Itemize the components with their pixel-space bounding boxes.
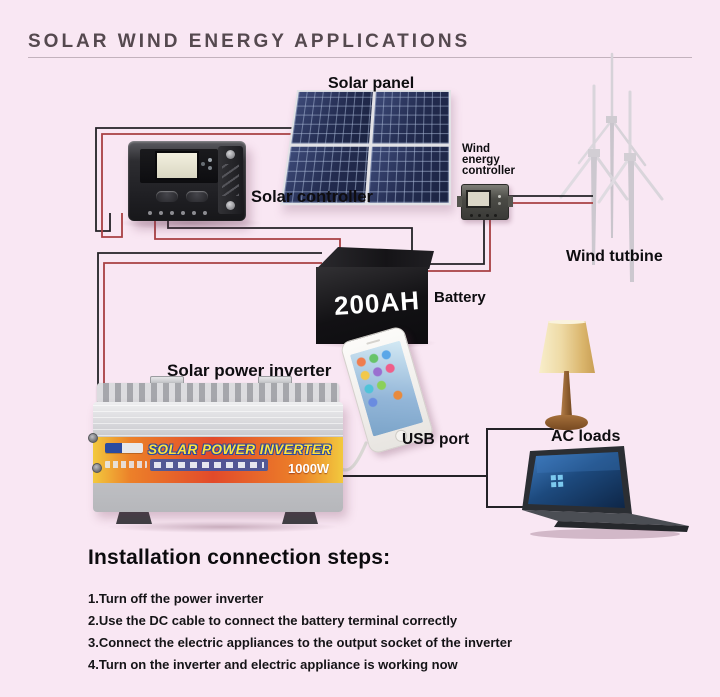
brand-logo-icon (105, 443, 143, 453)
title-divider (28, 57, 692, 58)
wind-controller-label: Wind energy controller (462, 143, 516, 177)
controller-lcd (157, 153, 197, 178)
usb-port-label: USB port (402, 431, 470, 448)
controller-display-housing (140, 149, 218, 183)
wind-controller-leds (498, 195, 501, 198)
ac-loads-label: AC loads (551, 428, 621, 445)
inverter-graphic: SOLAR POWER INVERTER 1000W (93, 402, 343, 512)
battery-graphic-top (316, 247, 434, 269)
step-item: 4.Turn on the inverter and electric appl… (88, 657, 458, 672)
inverter-label: Solar power inverter (167, 361, 332, 380)
inverter-power-rating: 1000W (288, 461, 330, 476)
controller-side-panel (218, 146, 243, 214)
step-item: 1.Turn off the power inverter (88, 591, 264, 606)
steps-list: 1.Turn off the power inverter 2.Use the … (88, 588, 512, 676)
mount-tab (508, 196, 513, 207)
lamp-rim (548, 320, 586, 324)
lamp-shade (539, 321, 595, 373)
inverter-foot (116, 511, 152, 524)
battery-capacity-text: 200AH (333, 285, 421, 321)
step-item: 3.Connect the electric appliances to the… (88, 635, 513, 650)
solar-panel-module (371, 91, 449, 144)
vent-slots-icon (222, 164, 239, 196)
solar-controller-label: Solar controller (251, 188, 373, 206)
inverter-ribs (93, 404, 343, 436)
laptop-graphic (522, 446, 689, 539)
wind-energy-controller-graphic (457, 184, 513, 220)
solar-panel-label: Solar panel (328, 75, 415, 92)
lamp-stem (560, 371, 573, 420)
screw-icon (226, 150, 235, 159)
battery-label: Battery (434, 289, 486, 306)
dc-terminal-icon (88, 433, 98, 443)
controller-terminals (148, 211, 152, 215)
usb-cable (337, 441, 368, 472)
wind-controller-terminals (470, 214, 473, 217)
wind-turbine-label: Wind tutbine (566, 248, 663, 265)
mount-tab (457, 196, 462, 207)
dc-terminal-icon (92, 463, 102, 473)
inverter-label-band: SOLAR POWER INVERTER 1000W (93, 437, 343, 483)
inverter-heatsink-fins (97, 383, 339, 404)
steps-heading: Installation connection steps: (88, 546, 391, 569)
page-title: SOLAR WIND ENERGY APPLICATIONS (28, 31, 471, 52)
inverter-model-text-blur (105, 461, 147, 468)
inverter-foot (282, 511, 318, 524)
step-item: 2.Use the DC cable to connect the batter… (88, 613, 458, 628)
controller-indicator-icons (208, 158, 212, 162)
controller-button (186, 191, 208, 202)
solar-controller-graphic (128, 141, 246, 221)
battery-graphic (316, 267, 428, 344)
inverter-shadow (105, 521, 340, 533)
inverter-band-title: SOLAR POWER INVERTER (148, 442, 332, 457)
wind-turbine-graphic (559, 52, 664, 282)
solar-panel-module (367, 146, 449, 203)
solar-panel-module (291, 91, 373, 144)
phone-speaker-icon (366, 339, 381, 345)
wind-controller-lcd (468, 192, 489, 206)
lamp-base (545, 415, 588, 430)
inverter-chinese-text-strip (150, 459, 268, 471)
controller-button (156, 191, 178, 202)
screw-icon (226, 201, 235, 210)
